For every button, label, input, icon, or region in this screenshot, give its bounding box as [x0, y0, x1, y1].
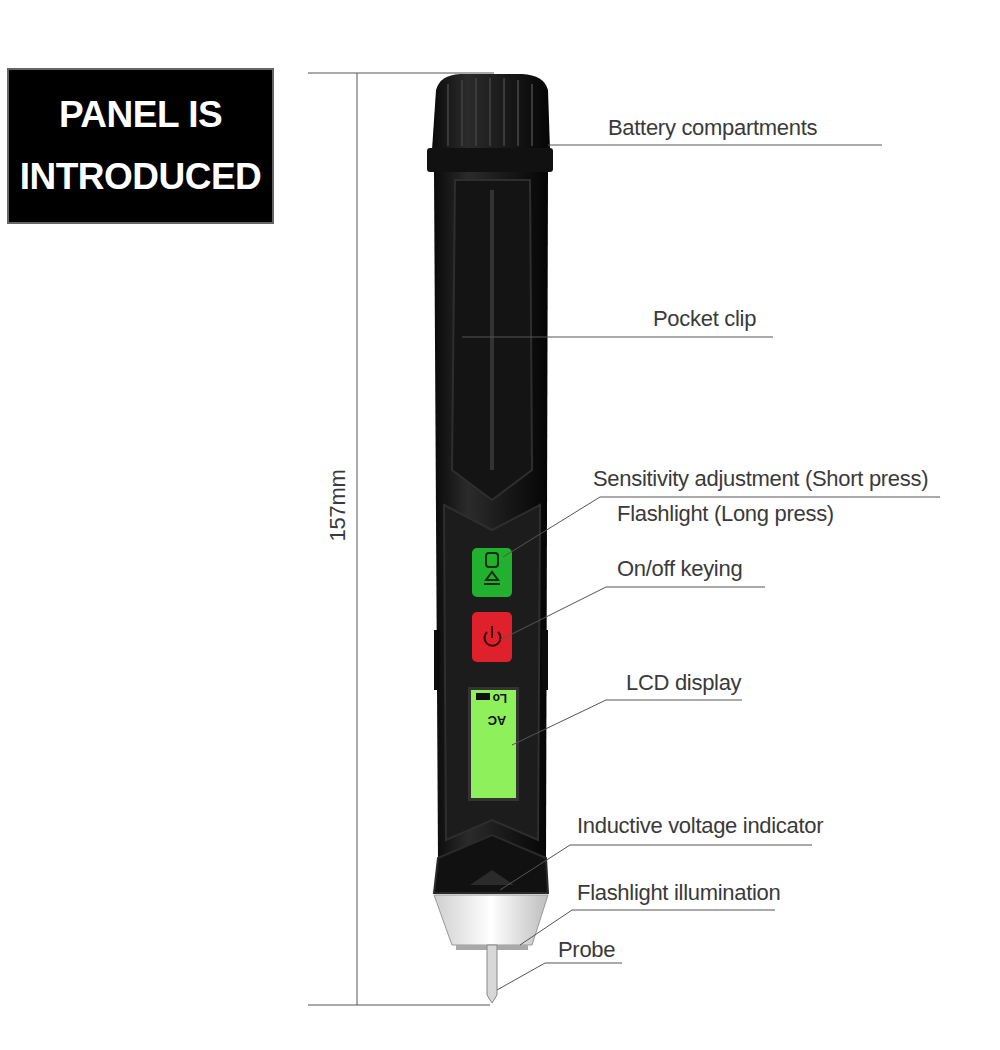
part-label: Pocket clip	[653, 306, 756, 332]
lcd-text: Lo	[493, 690, 507, 705]
lcd-text: AC	[488, 712, 506, 728]
title-box: PANEL IS INTRODUCED	[7, 68, 274, 224]
part-label: Sensitivity adjustment (Short press)	[593, 466, 928, 492]
part-label: Probe	[558, 937, 615, 963]
part-label: Battery compartments	[608, 115, 817, 141]
part-label: On/off keying	[617, 556, 742, 582]
title-text: PANEL IS INTRODUCED	[15, 84, 266, 208]
part-label: Flashlight illumination	[577, 880, 780, 906]
dimension-label: 157mm	[325, 469, 350, 541]
part-label: Inductive voltage indicator	[577, 813, 823, 839]
part-label: Flashlight (Long press)	[617, 501, 834, 527]
part-label: LCD display	[626, 670, 741, 696]
